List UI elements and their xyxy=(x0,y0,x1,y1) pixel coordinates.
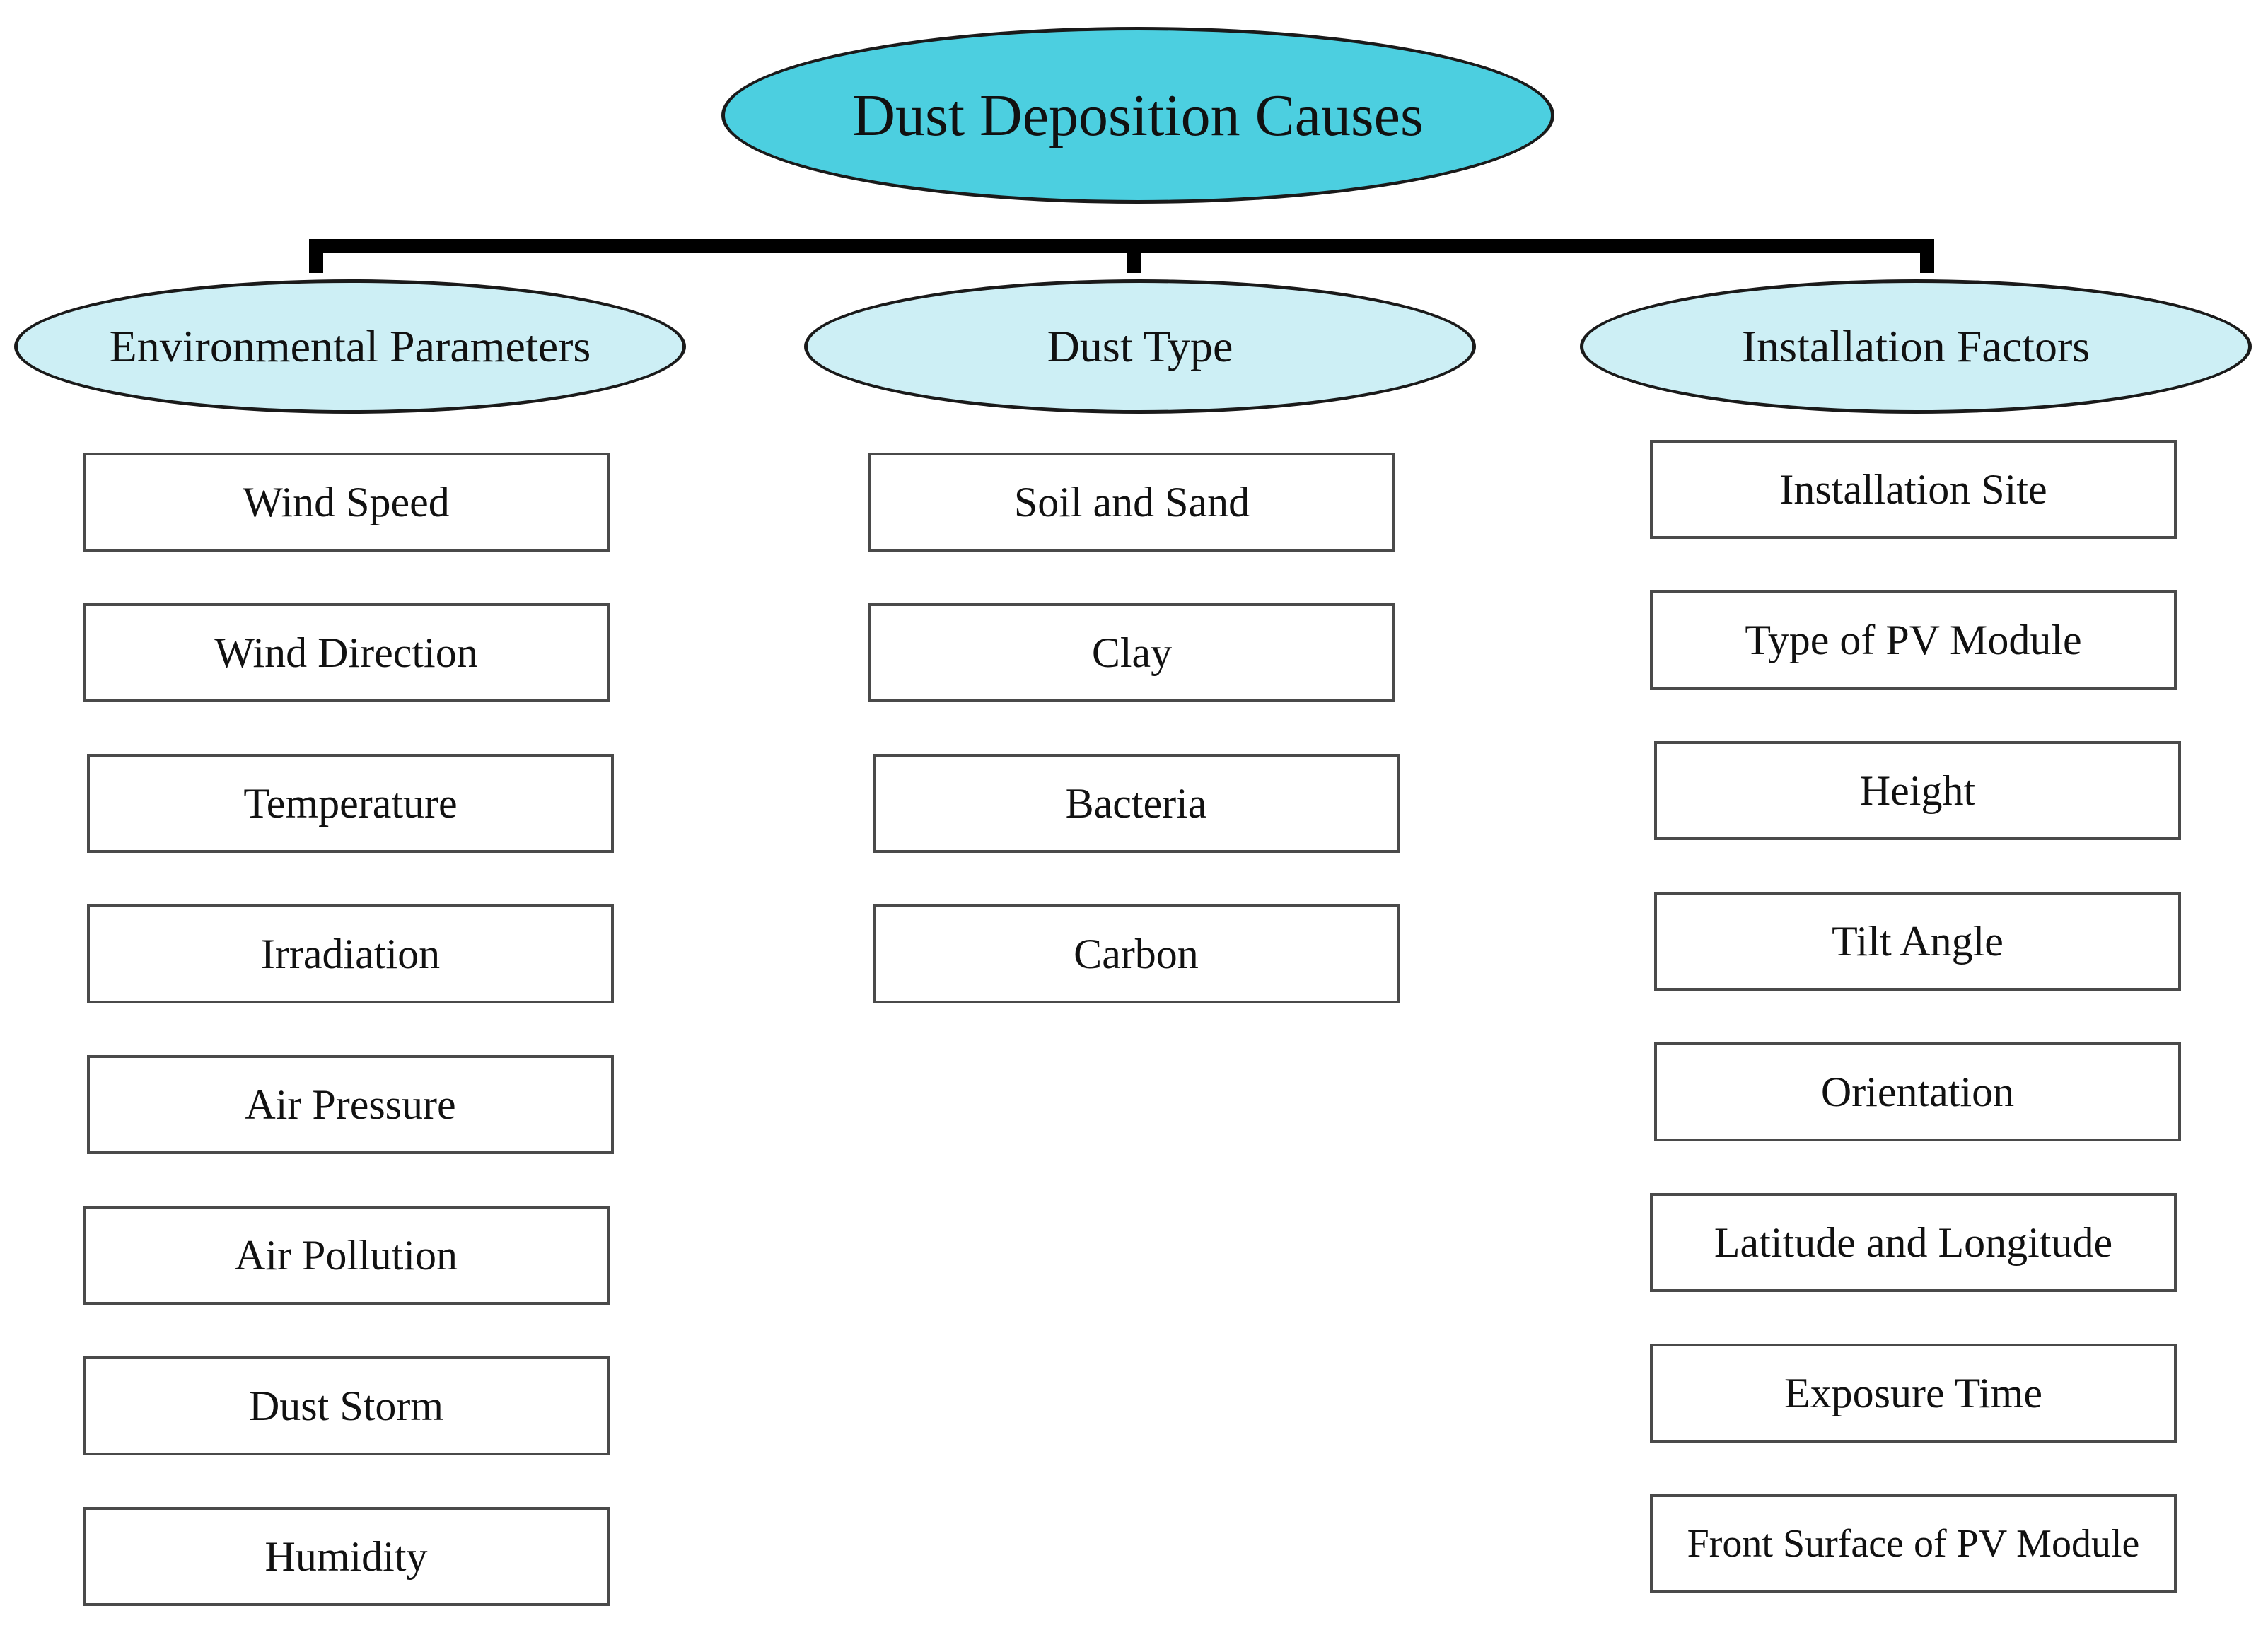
connector-left xyxy=(309,239,323,273)
connector-center xyxy=(1127,239,1141,273)
factor-box: Air Pressure xyxy=(87,1055,614,1154)
factor-box: Humidity xyxy=(83,1507,610,1606)
factor-box: Tilt Angle xyxy=(1654,892,2181,991)
factor-label: Orientation xyxy=(1820,1068,2015,1115)
factor-label: Wind Direction xyxy=(214,629,478,676)
factor-box: Soil and Sand xyxy=(868,453,1395,552)
factor-label: Humidity xyxy=(264,1532,428,1580)
factor-box: Front Surface of PV Module xyxy=(1650,1494,2177,1593)
factor-label: Tilt Angle xyxy=(1832,917,2004,965)
category-installation-factors: Installation Factors xyxy=(1580,279,2252,414)
factor-box: Exposure Time xyxy=(1650,1344,2177,1443)
factor-label: Front Surface of PV Module xyxy=(1687,1522,2140,1566)
category-label: Installation Factors xyxy=(1741,321,2090,371)
factor-box: Irradiation xyxy=(87,904,614,1003)
category-label: Environmental Parameters xyxy=(109,321,591,371)
connector-horizontal xyxy=(309,239,1934,253)
factor-box: Air Pollution xyxy=(83,1206,610,1305)
factor-box: Orientation xyxy=(1654,1042,2181,1141)
factor-label: Irradiation xyxy=(260,930,441,977)
root-label: Dust Deposition Causes xyxy=(852,82,1424,149)
connector-right xyxy=(1920,239,1934,273)
factor-label: Height xyxy=(1859,767,1976,814)
factor-box: Temperature xyxy=(87,754,614,853)
factor-label: Installation Site xyxy=(1779,465,2047,513)
factor-label: Dust Storm xyxy=(248,1382,444,1429)
factor-box: Carbon xyxy=(873,904,1400,1003)
factor-label: Air Pressure xyxy=(245,1081,456,1128)
factor-label: Wind Speed xyxy=(243,478,450,525)
factor-box: Type of PV Module xyxy=(1650,590,2177,690)
factor-box: Latitude and Longitude xyxy=(1650,1193,2177,1292)
category-label: Dust Type xyxy=(1047,321,1233,371)
category-dust-type: Dust Type xyxy=(804,279,1476,414)
factor-label: Type of PV Module xyxy=(1745,616,2082,663)
category-environmental-parameters: Environmental Parameters xyxy=(14,279,686,414)
factor-label: Exposure Time xyxy=(1784,1369,2043,1416)
factor-box: Dust Storm xyxy=(83,1356,610,1455)
factor-label: Air Pollution xyxy=(234,1231,458,1279)
factor-label: Bacteria xyxy=(1065,779,1207,827)
factor-label: Temperature xyxy=(243,779,458,827)
factor-label: Latitude and Longitude xyxy=(1714,1218,2113,1266)
factor-label: Soil and Sand xyxy=(1013,478,1250,525)
factor-box: Bacteria xyxy=(873,754,1400,853)
factor-box: Height xyxy=(1654,741,2181,840)
factor-box: Wind Speed xyxy=(83,453,610,552)
factor-label: Clay xyxy=(1091,629,1173,676)
factor-box: Wind Direction xyxy=(83,603,610,702)
factor-box: Installation Site xyxy=(1650,440,2177,539)
factor-box: Clay xyxy=(868,603,1395,702)
factor-label: Carbon xyxy=(1074,930,1199,977)
root-node: Dust Deposition Causes xyxy=(721,27,1554,204)
